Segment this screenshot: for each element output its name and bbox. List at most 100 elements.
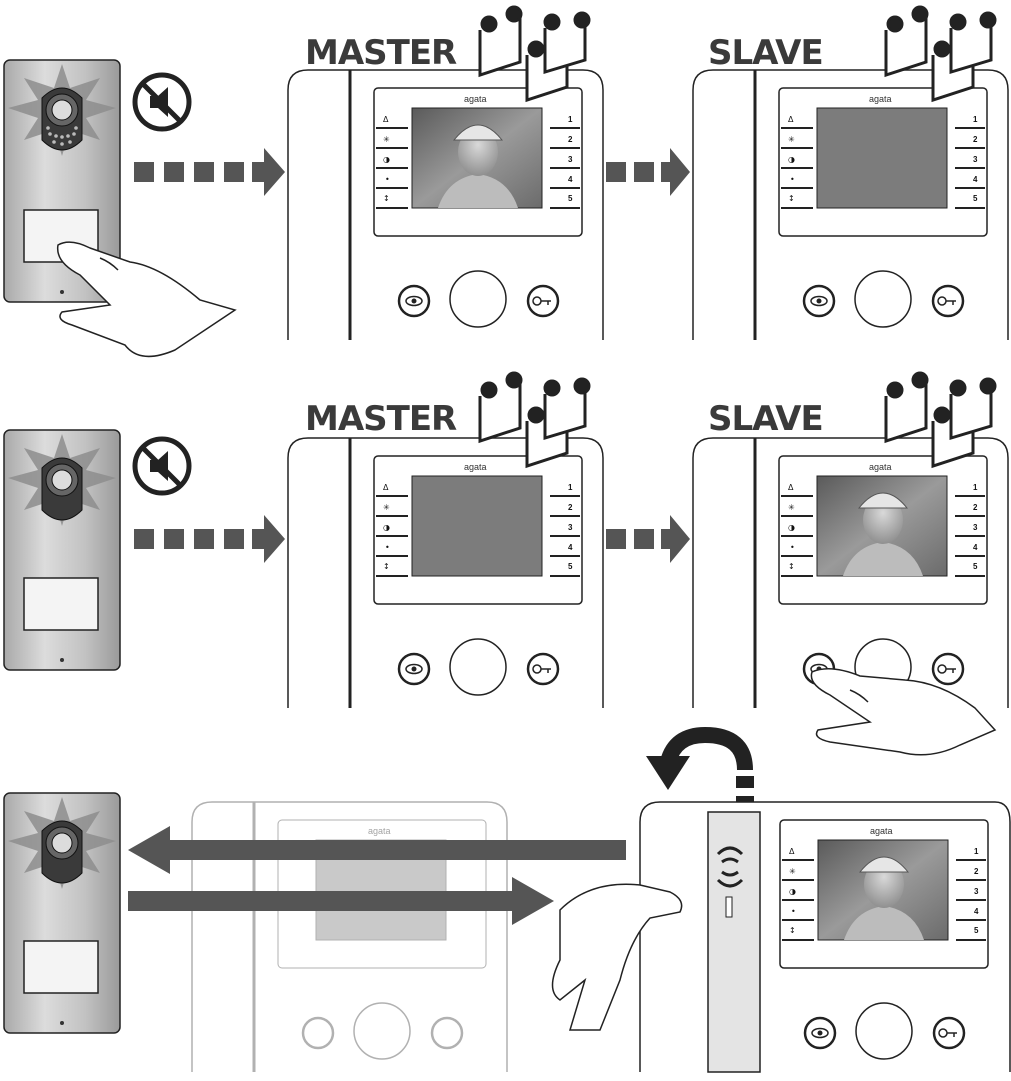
master-monitor: agata Δ ✳ ◑ • ↕ 1 2 3 4 5 — [287, 69, 604, 340]
video-screen-off — [411, 475, 543, 577]
svg-text:◑: ◑ — [383, 523, 390, 532]
key-icon — [937, 664, 956, 674]
svg-text:✳: ✳ — [383, 503, 390, 512]
svg-text:◑: ◑ — [789, 887, 796, 896]
svg-text:3: 3 — [568, 155, 573, 164]
svg-text:2: 2 — [974, 867, 979, 876]
speaker-muted-icon — [132, 436, 192, 496]
handsfree-button[interactable] — [449, 270, 507, 328]
svg-text:Δ: Δ — [383, 483, 389, 492]
monitor-with-handset: agata Δ ✳ ◑ • ↕ 1 2 3 4 5 — [639, 801, 1011, 1073]
signal-arrow — [606, 148, 690, 196]
svg-text:↕: ↕ — [788, 562, 795, 571]
svg-text:2: 2 — [973, 135, 978, 144]
pressing-hand — [810, 668, 997, 756]
svg-text:◑: ◑ — [788, 523, 795, 532]
pressing-hand — [56, 241, 237, 358]
brand-label: agata — [869, 462, 892, 472]
key-icon — [532, 296, 551, 306]
svg-text:•: • — [790, 543, 795, 552]
svg-text:5: 5 — [568, 562, 573, 571]
music-notes-icon — [884, 5, 997, 103]
signal-arrow — [134, 148, 285, 196]
call-button[interactable] — [23, 940, 99, 994]
signal-arrow — [134, 515, 285, 563]
master-label: MASTER — [305, 33, 457, 73]
handsfree-button[interactable] — [854, 270, 912, 328]
svg-text:↕: ↕ — [788, 194, 795, 203]
brand-label: agata — [870, 826, 893, 836]
svg-text:1: 1 — [974, 847, 979, 856]
curved-arrow-icon — [646, 726, 754, 808]
eye-icon — [405, 295, 423, 307]
video-screen — [817, 839, 949, 941]
lifting-hand — [551, 883, 683, 1031]
svg-text:4: 4 — [973, 543, 978, 552]
right-number-keys: 1 2 3 4 5 — [550, 115, 580, 209]
music-notes-icon — [478, 5, 591, 103]
svg-text:Δ: Δ — [789, 847, 795, 856]
slave-label: SLAVE — [708, 33, 823, 73]
right-number-keys: 1 2 3 4 5 — [955, 115, 985, 209]
door-open-button[interactable] — [526, 652, 560, 686]
svg-text:1: 1 — [973, 483, 978, 492]
door-panel — [3, 429, 121, 671]
eye-icon — [810, 295, 828, 307]
svg-text:Δ: Δ — [788, 115, 794, 124]
master-monitor: agata Δ ✳ ◑ • ↕ 1 2 3 4 5 — [287, 437, 604, 708]
door-open-button[interactable] — [931, 284, 965, 318]
svg-text:3: 3 — [973, 523, 978, 532]
svg-text:3: 3 — [973, 155, 978, 164]
svg-text:3: 3 — [568, 523, 573, 532]
slave-label: SLAVE — [708, 399, 823, 439]
camera-speaker-unit — [41, 87, 83, 151]
svg-text:✳: ✳ — [789, 867, 796, 876]
brand-label: agata — [869, 94, 892, 104]
eye-button[interactable] — [802, 284, 836, 318]
eye-button[interactable] — [397, 652, 431, 686]
svg-text:•: • — [385, 543, 390, 552]
call-button[interactable] — [23, 577, 99, 631]
door-open-button[interactable] — [932, 1016, 966, 1050]
svg-text:•: • — [790, 175, 795, 184]
svg-text:✳: ✳ — [788, 503, 795, 512]
slave-monitor: agata Δ ✳ ◑ • ↕ 1 2 3 4 5 — [692, 69, 1009, 340]
svg-text:4: 4 — [974, 907, 979, 916]
key-icon — [532, 664, 551, 674]
eye-button[interactable] — [803, 1016, 837, 1050]
svg-text:Δ: Δ — [383, 115, 389, 124]
door-panel — [3, 792, 121, 1034]
brand-label: agata — [368, 826, 391, 836]
svg-text:1: 1 — [568, 115, 573, 124]
svg-text:✳: ✳ — [788, 135, 795, 144]
left-function-keys: Δ ✳ ◑ • ↕ — [376, 483, 408, 577]
svg-text:2: 2 — [568, 135, 573, 144]
left-function-keys: Δ ✳ ◑ • ↕ — [781, 115, 813, 209]
video-screen — [411, 107, 543, 209]
svg-text:↕: ↕ — [789, 926, 796, 935]
door-open-button[interactable] — [526, 284, 560, 318]
key-icon — [938, 1028, 957, 1038]
eye-button[interactable] — [397, 284, 431, 318]
row-1: MASTER agata Δ ✳ ◑ • ↕ 1 2 3 4 5 — [3, 5, 1009, 358]
svg-text:↕: ↕ — [383, 194, 390, 203]
svg-text:2: 2 — [568, 503, 573, 512]
row-2: MASTER agata Δ ✳ ◑ • ↕ 1 2 3 4 5 — [3, 371, 1009, 756]
music-notes-icon — [884, 371, 997, 469]
handsfree-button[interactable] — [449, 638, 507, 696]
right-number-keys: 1 2 3 4 5 — [550, 483, 580, 577]
master-label: MASTER — [305, 399, 457, 439]
audio-return-arrow — [128, 826, 626, 874]
svg-text:2: 2 — [973, 503, 978, 512]
door-open-button[interactable] — [931, 652, 965, 686]
video-screen — [816, 475, 948, 577]
music-notes-icon — [478, 371, 591, 469]
svg-text:1: 1 — [973, 115, 978, 124]
handsfree-button[interactable] — [855, 1002, 913, 1060]
left-function-keys: Δ ✳ ◑ • ↕ — [782, 847, 814, 941]
signal-arrow — [606, 515, 690, 563]
svg-text:•: • — [791, 907, 796, 916]
eye-icon — [811, 1027, 829, 1039]
brand-label: agata — [464, 462, 487, 472]
svg-text:4: 4 — [973, 175, 978, 184]
